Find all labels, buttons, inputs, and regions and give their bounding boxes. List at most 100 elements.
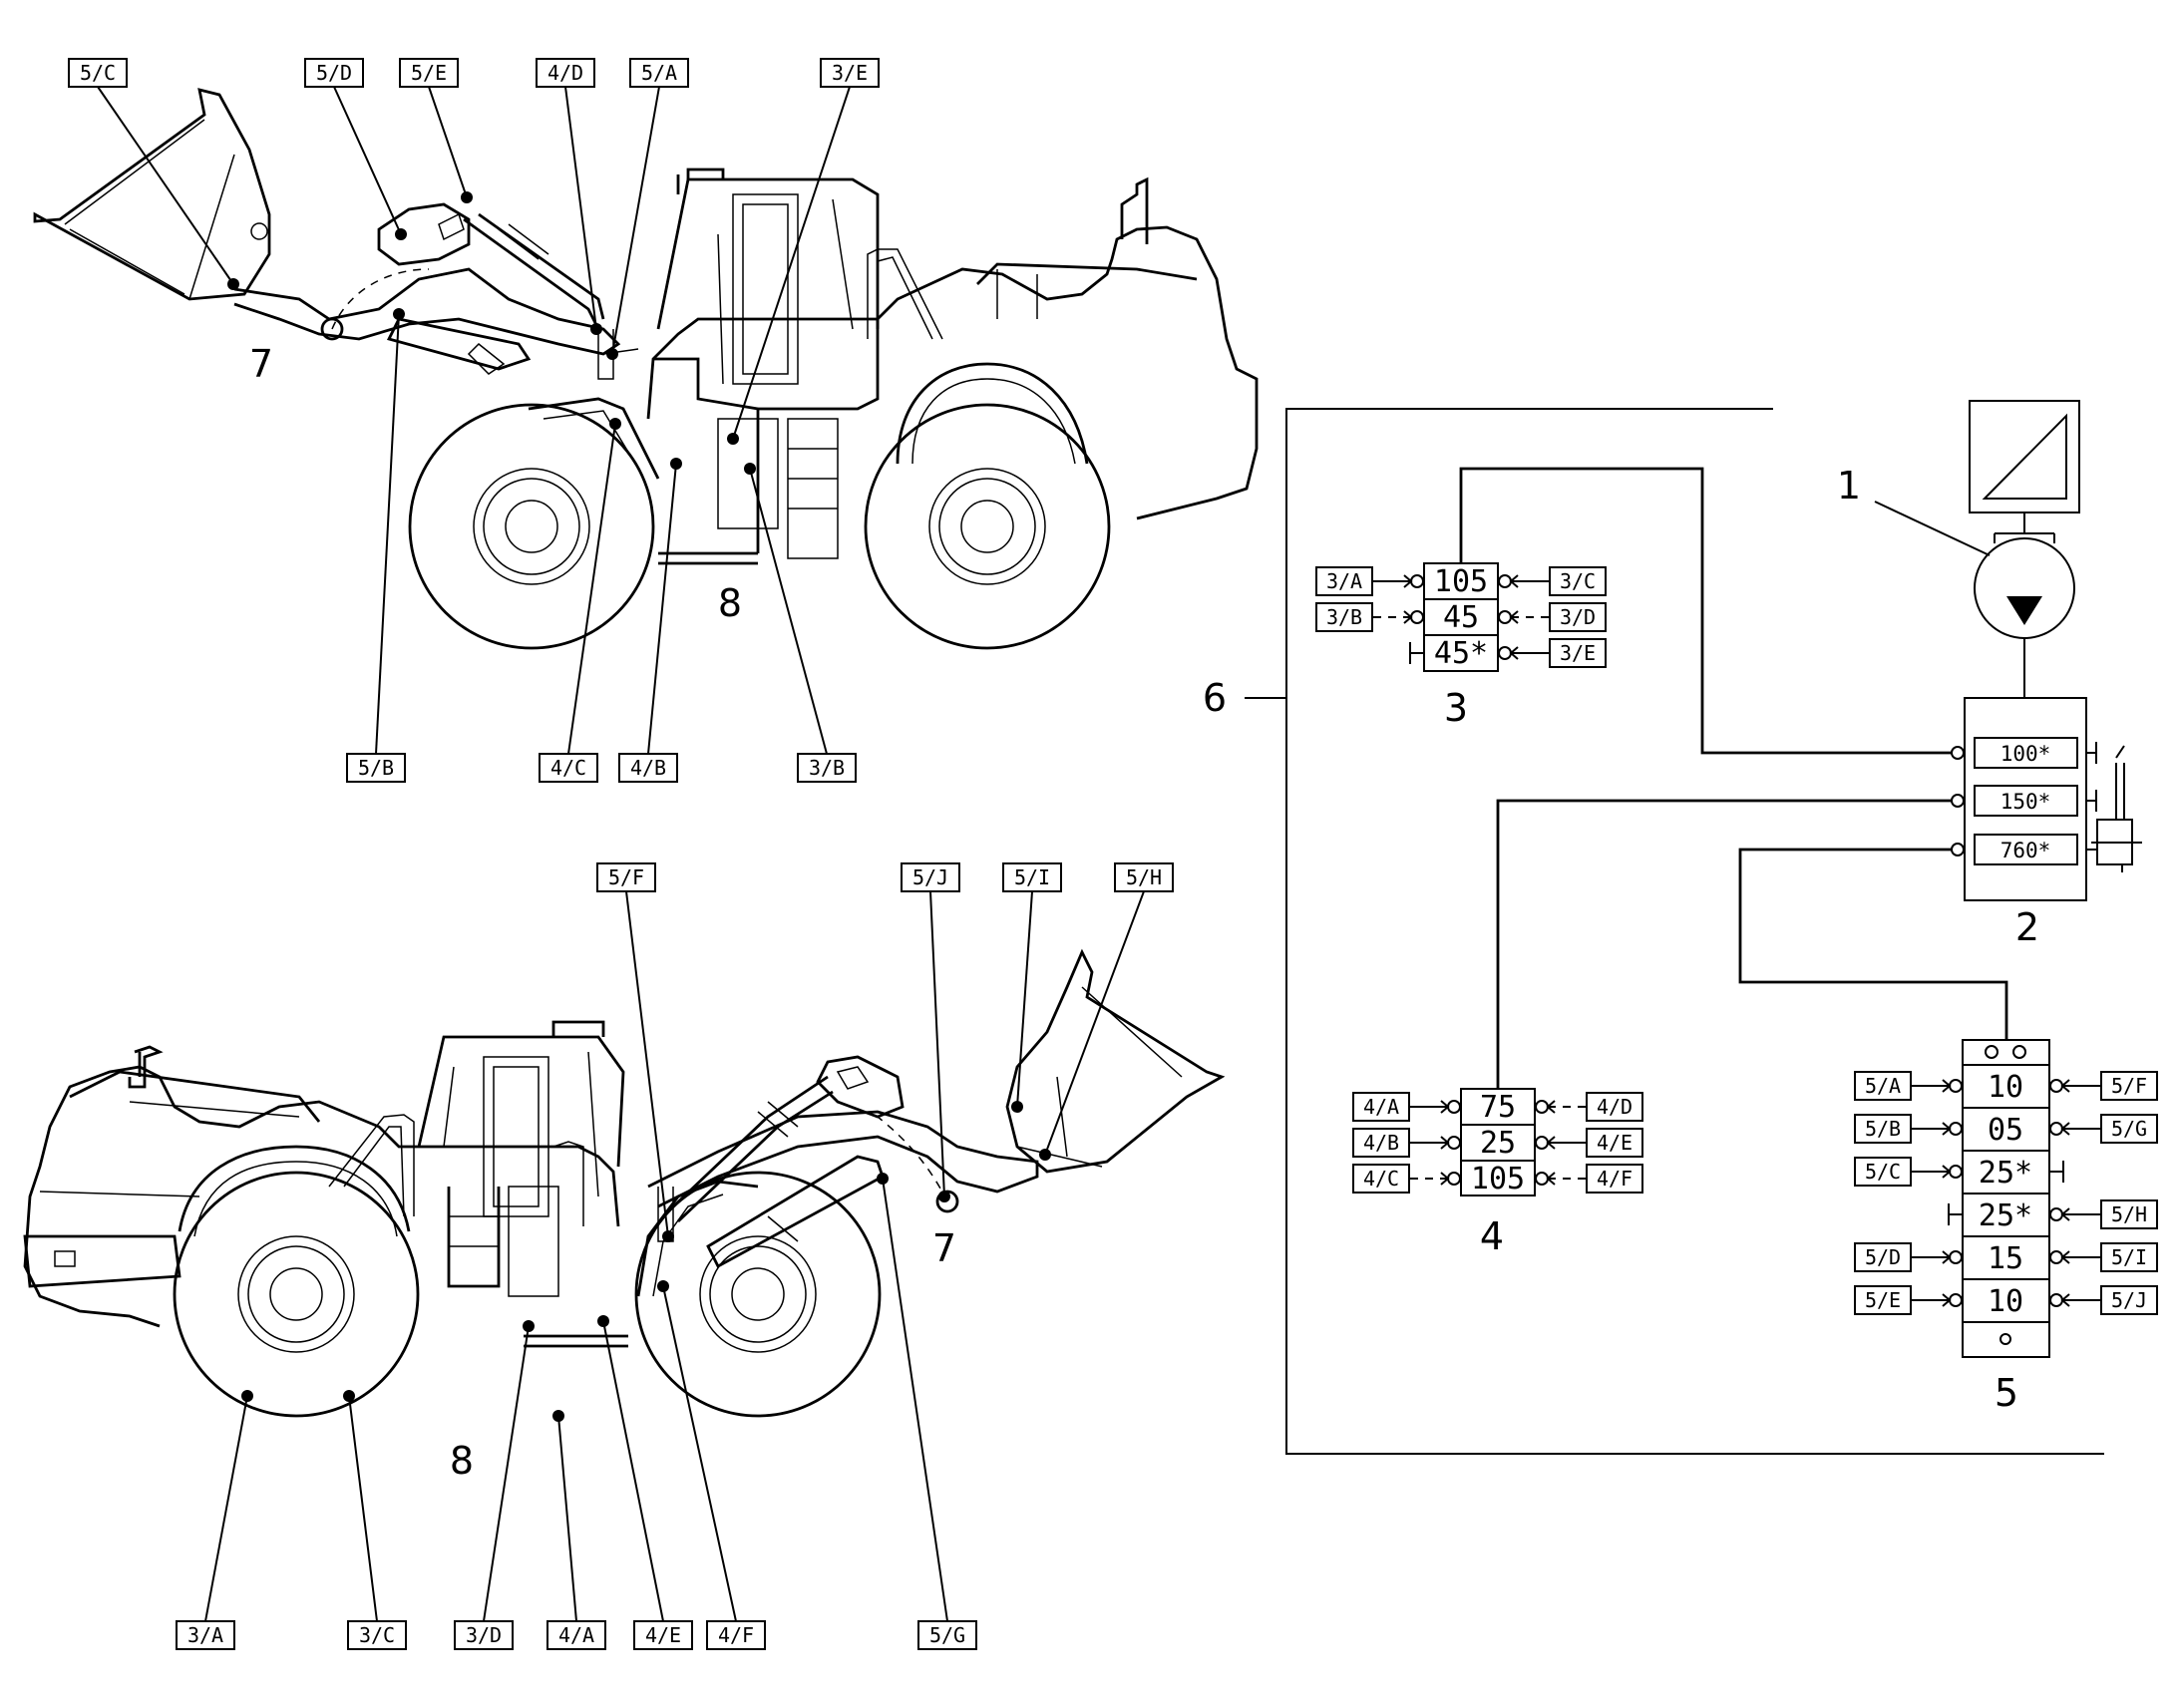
top-leader-line — [428, 86, 468, 198]
bottom-callout-0-text: 5/F — [608, 865, 644, 889]
top-callout-0-text: 5/C — [80, 61, 116, 85]
bottom-grease-point — [1039, 1149, 1051, 1161]
top-callout-6-text: 5/B — [358, 756, 394, 780]
dist4-value-3: 105 — [1471, 1162, 1525, 1196]
top-grease-point — [744, 463, 756, 475]
dist3-left-0: 3/A — [1315, 566, 1373, 596]
dist4-right-1-text: 4/E — [1597, 1131, 1633, 1155]
top-leader-line — [97, 86, 234, 285]
bottom-leader-line — [557, 1415, 577, 1622]
dist5-value-6: 10 — [1988, 1284, 2023, 1319]
dist5-right-0: 5/F — [2100, 1071, 2158, 1101]
top-callout-0: 5/C — [68, 58, 128, 88]
distributor-4-number: 4 — [1480, 1214, 1504, 1258]
bottom-leader-line — [204, 1395, 248, 1622]
dist3-left-1: 3/B — [1315, 602, 1373, 632]
dist5-left-1-text: 5/B — [1865, 1117, 1901, 1141]
pump-number: 1 — [1837, 464, 1861, 508]
dist3-left-1-text: 3/B — [1326, 605, 1362, 629]
dist5-right-1-text: 5/G — [2111, 1117, 2147, 1141]
bottom-grease-point — [597, 1315, 609, 1327]
bottom-callout-2-text: 5/I — [1014, 865, 1050, 889]
top-grease-point — [461, 191, 473, 203]
top-callout-3: 4/D — [536, 58, 595, 88]
bottom-leader-line — [348, 1395, 378, 1622]
bottom-callout-3-text: 5/H — [1126, 865, 1162, 889]
dist5-value-5: 15 — [1988, 1241, 2023, 1276]
bottom-leader-line — [662, 1285, 737, 1622]
top-grease-point — [393, 308, 405, 320]
dist5-left-0: 5/A — [1854, 1071, 1912, 1101]
dist3-right-0: 3/C — [1549, 566, 1607, 596]
bottom-callout-6: 3/D — [454, 1620, 514, 1650]
bottom-grease-point — [938, 1191, 950, 1202]
top-callout-5-text: 3/E — [832, 61, 868, 85]
top-grease-point — [395, 228, 407, 240]
system-boundary — [1245, 408, 2104, 1455]
top-callout-4: 5/A — [629, 58, 689, 88]
bottom-bucket-pivot-number: 7 — [932, 1226, 956, 1270]
dist4-right-1: 4/E — [1586, 1128, 1643, 1158]
callout-leaders — [97, 86, 1145, 1622]
top-leader-line — [333, 86, 402, 235]
top-grease-point — [727, 433, 739, 445]
top-callout-2-text: 5/E — [411, 61, 447, 85]
bottom-loader-illustration — [23, 948, 1226, 1418]
dist4-right-0: 4/D — [1586, 1092, 1643, 1122]
dist4-right-0-text: 4/D — [1597, 1095, 1633, 1119]
dist5-right-1: 5/G — [2100, 1114, 2158, 1144]
bottom-callout-1-text: 5/J — [912, 865, 948, 889]
supply-lines — [1459, 467, 2008, 1089]
top-loader-illustration — [33, 88, 1259, 650]
bottom-central-unit-number: 8 — [450, 1439, 474, 1483]
distributor-3-number: 3 — [1444, 686, 1468, 730]
valve-value-3: 760* — [2000, 839, 2051, 862]
dist5-right-0-text: 5/F — [2111, 1074, 2147, 1098]
dist5-left-4: 5/D — [1854, 1242, 1912, 1272]
valve-value-1: 100* — [2000, 742, 2051, 766]
top-leader-line — [564, 86, 597, 330]
dist5-left-5: 5/E — [1854, 1285, 1912, 1315]
top-grease-point — [670, 458, 682, 470]
dist5-left-1: 5/B — [1854, 1114, 1912, 1144]
bottom-leader-line — [929, 890, 945, 1197]
bottom-leader-line — [1016, 890, 1033, 1108]
top-leader-line — [375, 313, 400, 755]
bottom-leader-line — [882, 1178, 948, 1622]
top-callout-7-text: 4/C — [550, 756, 586, 780]
top-callout-6: 5/B — [346, 753, 406, 783]
top-callout-1-text: 5/D — [316, 61, 352, 85]
dist5-left-0-text: 5/A — [1865, 1074, 1901, 1098]
bottom-grease-point — [523, 1320, 535, 1332]
dist4-left-0-text: 4/A — [1363, 1095, 1399, 1119]
bottom-callout-8: 4/E — [633, 1620, 693, 1650]
valve-block-number: 2 — [2015, 905, 2039, 949]
dist5-left-2: 5/C — [1854, 1157, 1912, 1187]
bottom-grease-point — [552, 1410, 564, 1422]
bottom-leader-line — [625, 890, 669, 1237]
pump-direction-icon — [2006, 596, 2042, 625]
bottom-leader-line — [602, 1320, 664, 1622]
dist5-left-5-text: 5/E — [1865, 1288, 1901, 1312]
dist4-left-0: 4/A — [1352, 1092, 1410, 1122]
dist5-left-2-text: 5/C — [1865, 1160, 1901, 1184]
top-callout-8: 4/B — [618, 753, 678, 783]
bottom-callout-7: 4/A — [546, 1620, 606, 1650]
dist3-left-0-text: 3/A — [1326, 569, 1362, 593]
distributor-5-number: 5 — [1995, 1371, 2018, 1415]
dist3-right-1: 3/D — [1549, 602, 1607, 632]
bottom-leader-line — [1044, 890, 1145, 1156]
top-callout-2: 5/E — [399, 58, 459, 88]
top-callout-8-text: 4/B — [630, 756, 666, 780]
distributor-ports: 3/A3/B3/C3/D3/E4/A4/B4/C4/D4/E4/F5/A5/B5… — [1315, 566, 2158, 1315]
dist5-right-4: 5/I — [2100, 1242, 2158, 1272]
dist5-right-3: 5/H — [2100, 1199, 2158, 1229]
bottom-grease-point — [662, 1230, 674, 1242]
bottom-callout-5-text: 3/C — [359, 1623, 395, 1647]
bottom-callout-10: 5/G — [917, 1620, 977, 1650]
dist5-left-4-text: 5/D — [1865, 1245, 1901, 1269]
dist3-value-1: 105 — [1434, 564, 1488, 599]
dist5-value-1: 10 — [1988, 1070, 2023, 1105]
bottom-grease-point — [1011, 1101, 1023, 1113]
